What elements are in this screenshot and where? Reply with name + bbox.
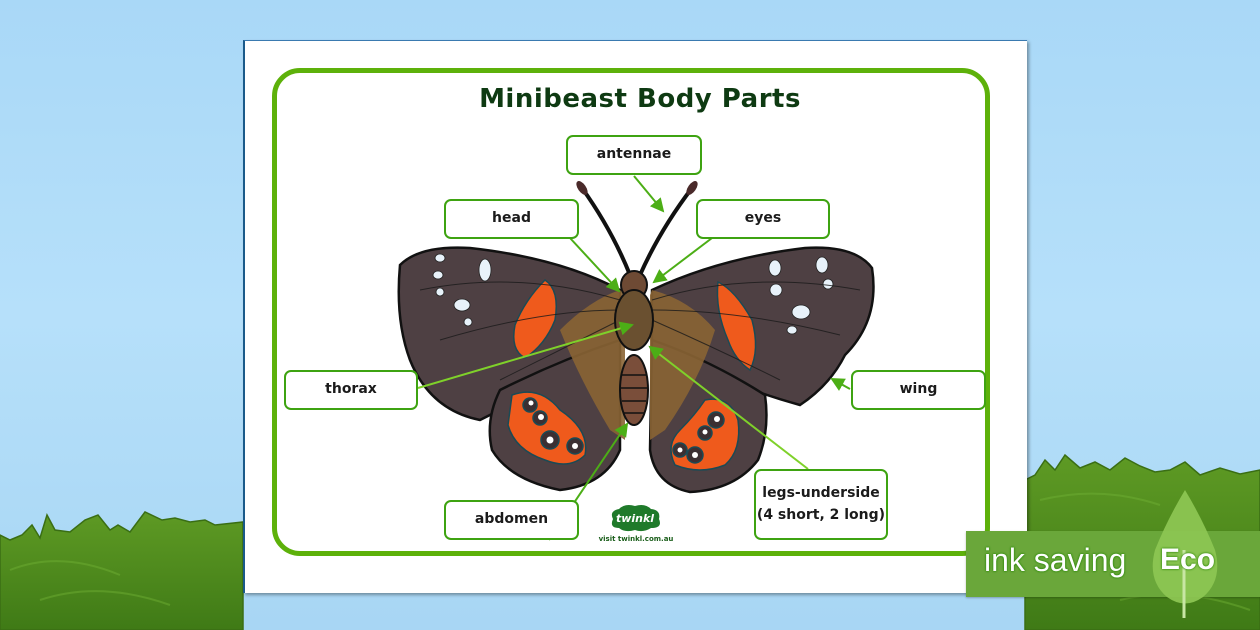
label-legs-line1: legs-underside (762, 484, 880, 501)
label-arrows (417, 175, 851, 541)
label-wing: wing (851, 370, 986, 410)
leaf-drop-icon (1152, 490, 1218, 618)
butterfly-illustration (397, 181, 875, 494)
worksheet-title: Minibeast Body Parts (479, 84, 801, 114)
worksheet-frame (272, 68, 990, 556)
label-eyes: eyes (696, 199, 830, 239)
eco-label: Eco (1160, 543, 1216, 576)
twinkl-url: visit twinkl.com.au (598, 535, 674, 543)
ink-saving-text: ink saving (984, 542, 1127, 578)
label-antennae: antennae (566, 135, 702, 175)
svg-text:twinkl: twinkl (616, 512, 654, 525)
label-legs-line2: (4 short, 2 long) (756, 506, 886, 523)
label-abdomen: abdomen (444, 500, 579, 540)
label-thorax: thorax (284, 370, 418, 410)
label-head: head (444, 199, 579, 239)
twinkl-logo-icon: twinkl (611, 505, 660, 532)
label-legs-underside: legs-underside (4 short, 2 long) (754, 469, 888, 540)
